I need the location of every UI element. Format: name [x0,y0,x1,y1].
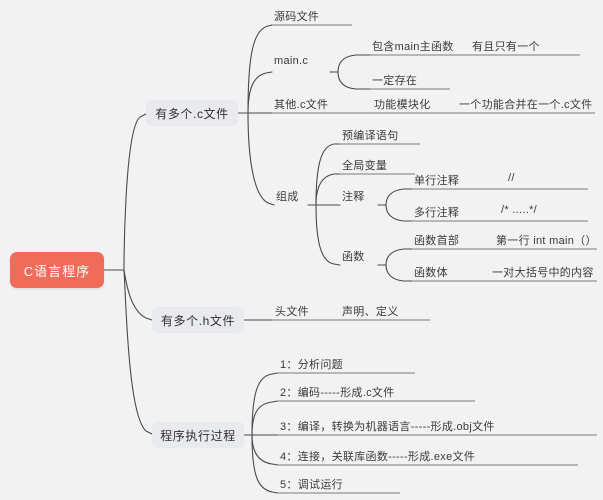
node-modularization[interactable]: 功能模块化 [374,99,431,111]
edge-exec-to-1 [251,372,279,436]
node-function-header[interactable]: 函数首部 [414,235,460,247]
edge-function-to-header [385,248,413,266]
branch-node-c-files[interactable]: 有多个.c文件 [146,100,238,126]
node-multi-line-comment-syntax[interactable]: /* .....*/ [501,204,538,216]
node-function-body[interactable]: 函数体 [414,267,448,279]
node-single-line-comment[interactable]: 单行注释 [414,175,460,187]
node-exec-step-3[interactable]: 3：编译，转换为机器语言-----形成.obj文件 [280,421,495,433]
node-exactly-one[interactable]: 有且只有一个 [472,41,540,53]
node-comment[interactable]: 注释 [342,191,365,203]
root-node-label: C语言程序 [23,263,91,279]
edge-root-to-h-files [123,269,153,321]
node-function-header-detail[interactable]: 第一行 int main（） [496,235,597,247]
edge-root-to-c-files [123,113,147,271]
node-must-exist[interactable]: 一定存在 [372,75,418,87]
edge-comment-to-multi [385,204,413,222]
node-global-variable[interactable]: 全局变量 [342,160,388,172]
edge-comment-to-single [385,188,413,206]
node-mainc[interactable]: main.c [274,55,309,67]
edge-cfiles-to-mainc [247,71,273,114]
node-single-line-comment-syntax[interactable]: // [508,172,515,184]
node-contains-main-function[interactable]: 包含main主函数 [372,41,454,53]
edge-mainc-to-mustexist [337,71,371,90]
node-source-file[interactable]: 源码文件 [274,11,320,23]
node-declaration-definition[interactable]: 声明、定义 [342,306,399,318]
edge-function-to-body [385,264,413,282]
branch-label-c-files: 有多个.c文件 [155,106,229,121]
edge-exec-to-4 [251,434,279,466]
branch-node-exec-process[interactable]: 程序执行过程 [152,422,244,448]
node-exec-step-2[interactable]: 2：编码-----形成.c文件 [280,387,395,399]
edge-cfiles-to-compose [247,112,275,206]
node-function[interactable]: 函数 [342,251,365,263]
node-other-c-files[interactable]: 其他.c文件 [274,99,329,111]
root-node[interactable]: C语言程序 [10,252,104,288]
node-header-file[interactable]: 头文件 [275,306,309,318]
node-composition[interactable]: 组成 [276,191,299,203]
node-function-body-detail[interactable]: 一对大括号中的内容 [492,267,594,279]
edge-root-to-exec [123,269,153,435]
node-multi-line-comment[interactable]: 多行注释 [414,207,460,219]
edge-compose-to-function [315,204,341,266]
branch-label-h-files: 有多个.h文件 [160,313,236,328]
node-one-function-per-c-file[interactable]: 一个功能合并在一个.c文件 [459,99,593,111]
node-exec-step-1[interactable]: 1：分析问题 [280,359,343,371]
branch-label-exec-process: 程序执行过程 [160,428,236,443]
edge-compose-to-precompile [315,143,341,206]
node-exec-step-4[interactable]: 4：连接，关联库函数-----形成.exe文件 [280,451,476,463]
branch-node-h-files[interactable]: 有多个.h文件 [152,307,244,333]
node-precompile-statement[interactable]: 预编译语句 [342,130,399,142]
edge-compose-to-global [315,173,341,206]
edge-exec-to-5 [251,434,279,494]
edge-mainc-to-hasmain [337,54,371,73]
edge-exec-to-2 [251,400,279,436]
node-exec-step-5[interactable]: 5：调试运行 [280,479,343,491]
edge-cfiles-to-source [247,24,273,114]
